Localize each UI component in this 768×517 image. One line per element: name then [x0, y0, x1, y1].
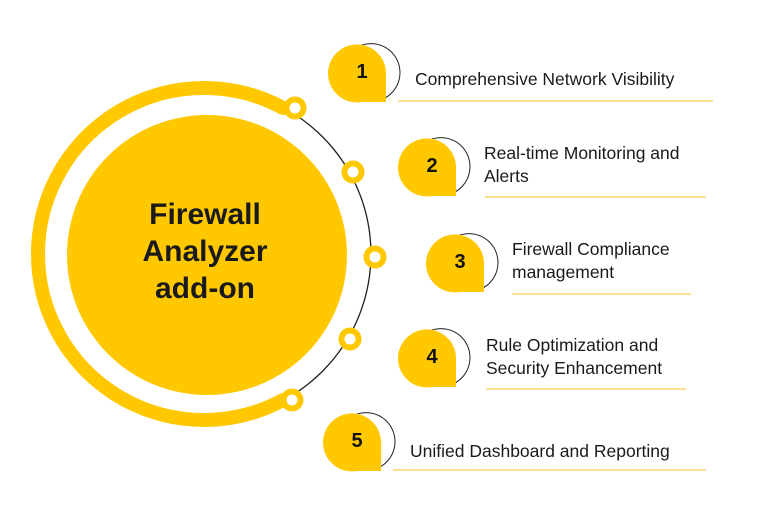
item-5-label-line-1: Unified Dashboard and Reporting [410, 441, 670, 461]
item-1-label: Comprehensive Network Visibility [415, 68, 674, 91]
item-1-number: 1 [356, 61, 368, 83]
item-5-label: Unified Dashboard and Reporting [410, 440, 670, 463]
item-1-label-line-1: Comprehensive Network Visibility [415, 69, 675, 89]
item-4-number: 4 [426, 346, 438, 368]
item-2-label-line-2: Alerts [484, 166, 529, 186]
arc-marker-4 [338, 327, 362, 351]
center-title-line-1: Firewall [149, 198, 261, 231]
item-3-badge [426, 234, 484, 293]
arc-marker-5 [280, 388, 304, 412]
item-2-label: Real-time Monitoring and Alerts [484, 142, 680, 188]
outer-yellow-arc [31, 81, 290, 427]
item-5-number: 5 [351, 430, 363, 452]
item-4-label: Rule Optimization and Security Enhanceme… [486, 334, 662, 380]
item-2-label-line-1: Real-time Monitoring and [484, 143, 680, 163]
center-title-line-3: add-on [155, 272, 255, 305]
item-5-badge [323, 413, 381, 472]
arc-marker-2 [341, 160, 365, 184]
item-4-label-line-1: Rule Optimization and [486, 335, 659, 355]
item-3-number: 3 [454, 251, 466, 273]
item-3-label-line-1: Firewall Compliance [512, 239, 670, 259]
item-1-badge [328, 44, 386, 103]
center-circle [67, 115, 347, 395]
item-2-number: 2 [426, 155, 438, 177]
center-title: Firewall Analyzer add-on [110, 196, 300, 307]
arc-marker-3 [363, 245, 387, 269]
item-4-badge [398, 329, 456, 388]
item-3-label-line-2: management [512, 262, 615, 282]
center-title-line-2: Analyzer [142, 235, 268, 268]
item-4-label-line-2: Security Enhancement [486, 358, 663, 378]
item-3-label: Firewall Compliance management [512, 238, 670, 284]
item-2-badge [398, 138, 456, 197]
arc-marker-1 [283, 96, 307, 120]
